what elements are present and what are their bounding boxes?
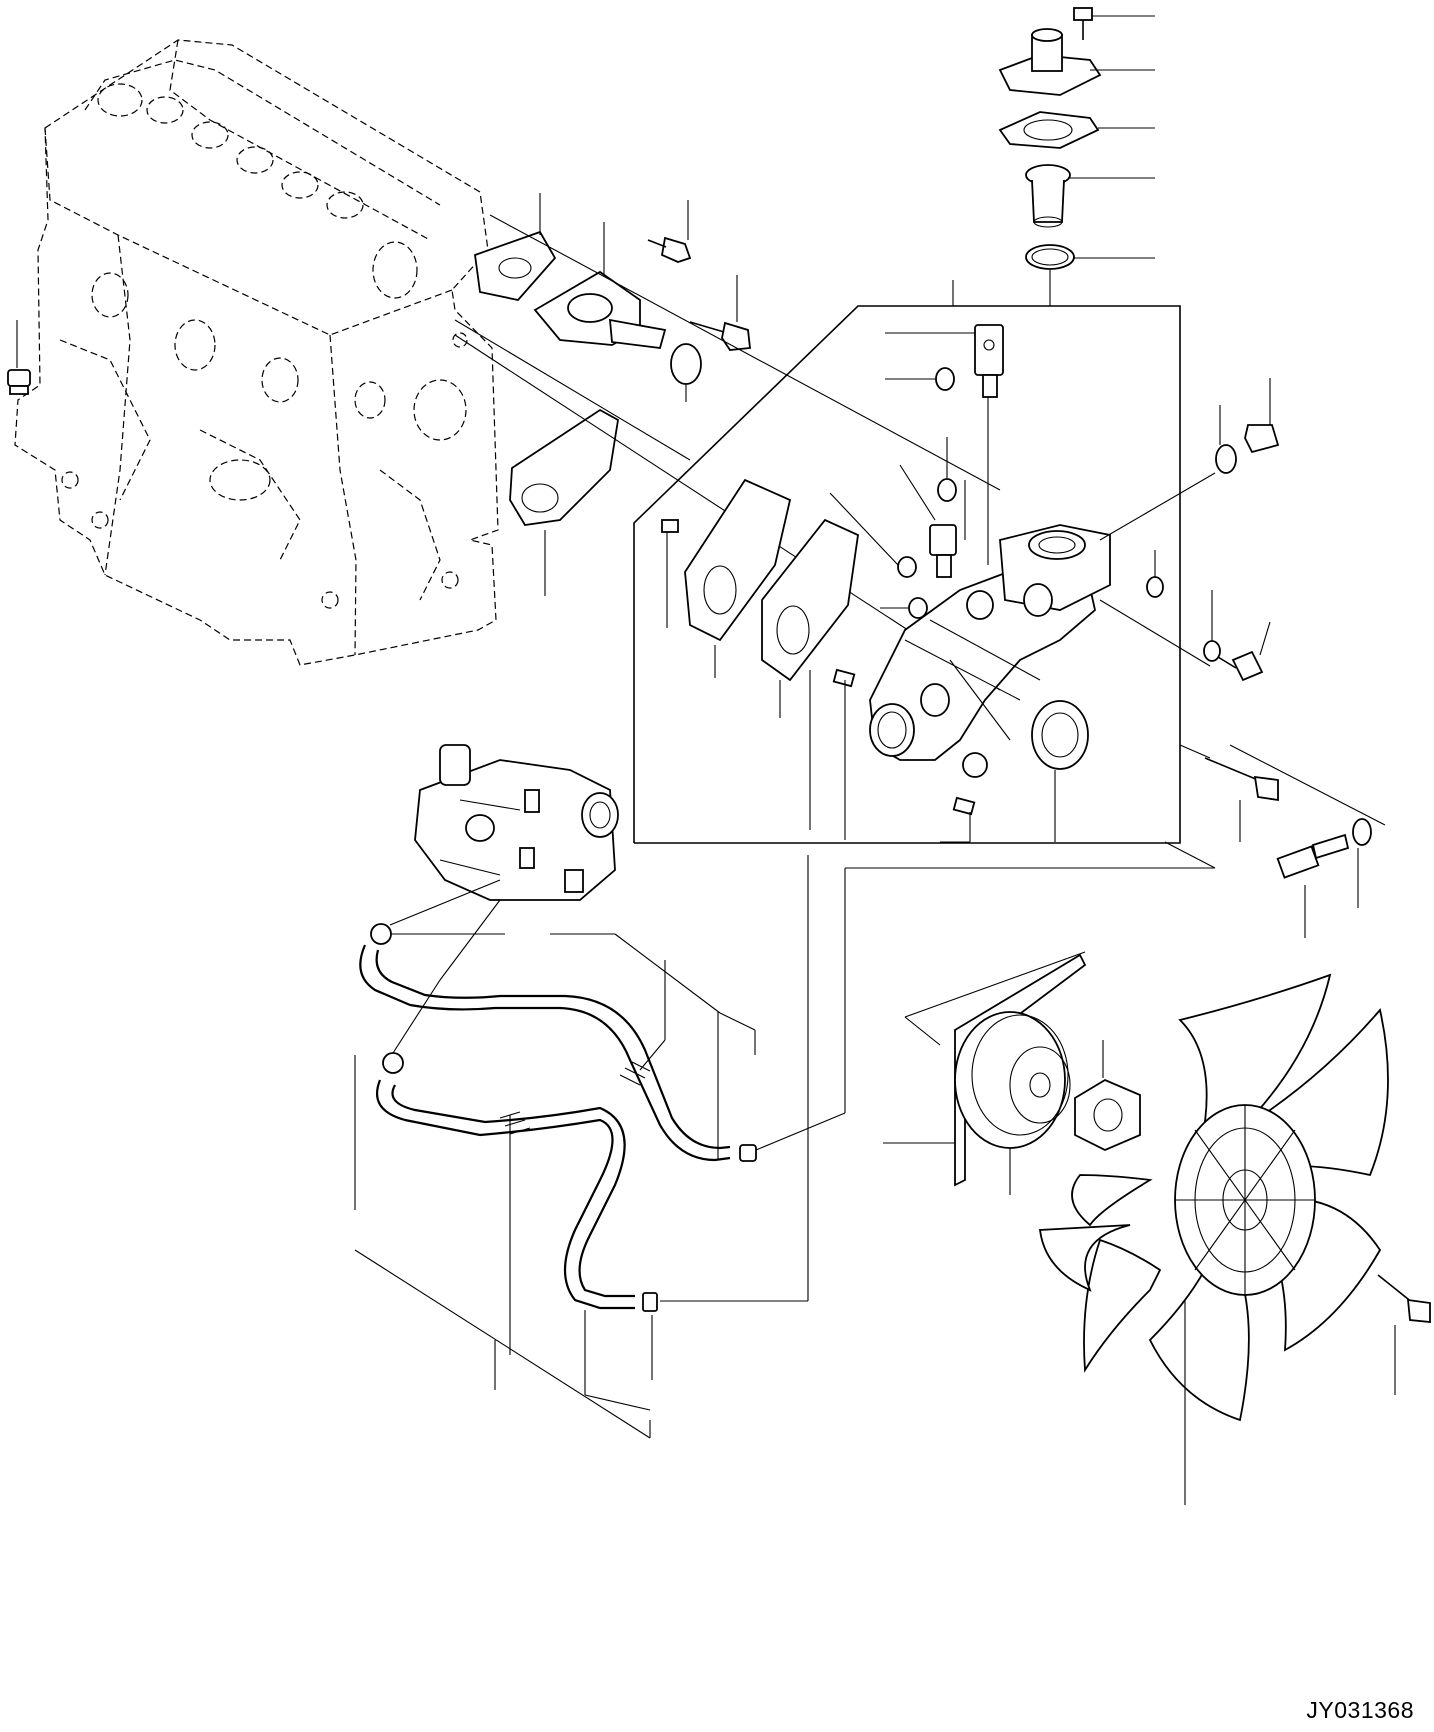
thermostat — [1025, 164, 1155, 228]
pump-gaskets — [661, 478, 1056, 843]
water-pump-body — [829, 324, 1111, 816]
water-pump-assembly-frame — [633, 280, 1181, 844]
water-outlet-group — [474, 193, 751, 402]
leader-block-3 — [489, 214, 1001, 491]
thermostat-o-ring — [1025, 244, 1155, 306]
thermostat-cover — [998, 28, 1155, 96]
thermostat-stack — [998, 7, 1155, 306]
fan-and-pulley — [883, 951, 1431, 1505]
thermostat-gasket — [998, 111, 1155, 149]
right-fittings — [1099, 378, 1386, 938]
drain-plug-left — [7, 320, 31, 395]
engine-block-outline — [14, 39, 499, 666]
bolt-top-1 — [647, 200, 692, 263]
pump-gasket-left — [509, 408, 619, 596]
diagram-reference-code: JY031368 — [1306, 1697, 1414, 1723]
hydraulic-pump — [414, 744, 619, 901]
coolant-hoses — [354, 841, 1216, 1439]
bolt-thermostat — [1073, 7, 1155, 40]
leader-block-1 — [454, 319, 691, 461]
